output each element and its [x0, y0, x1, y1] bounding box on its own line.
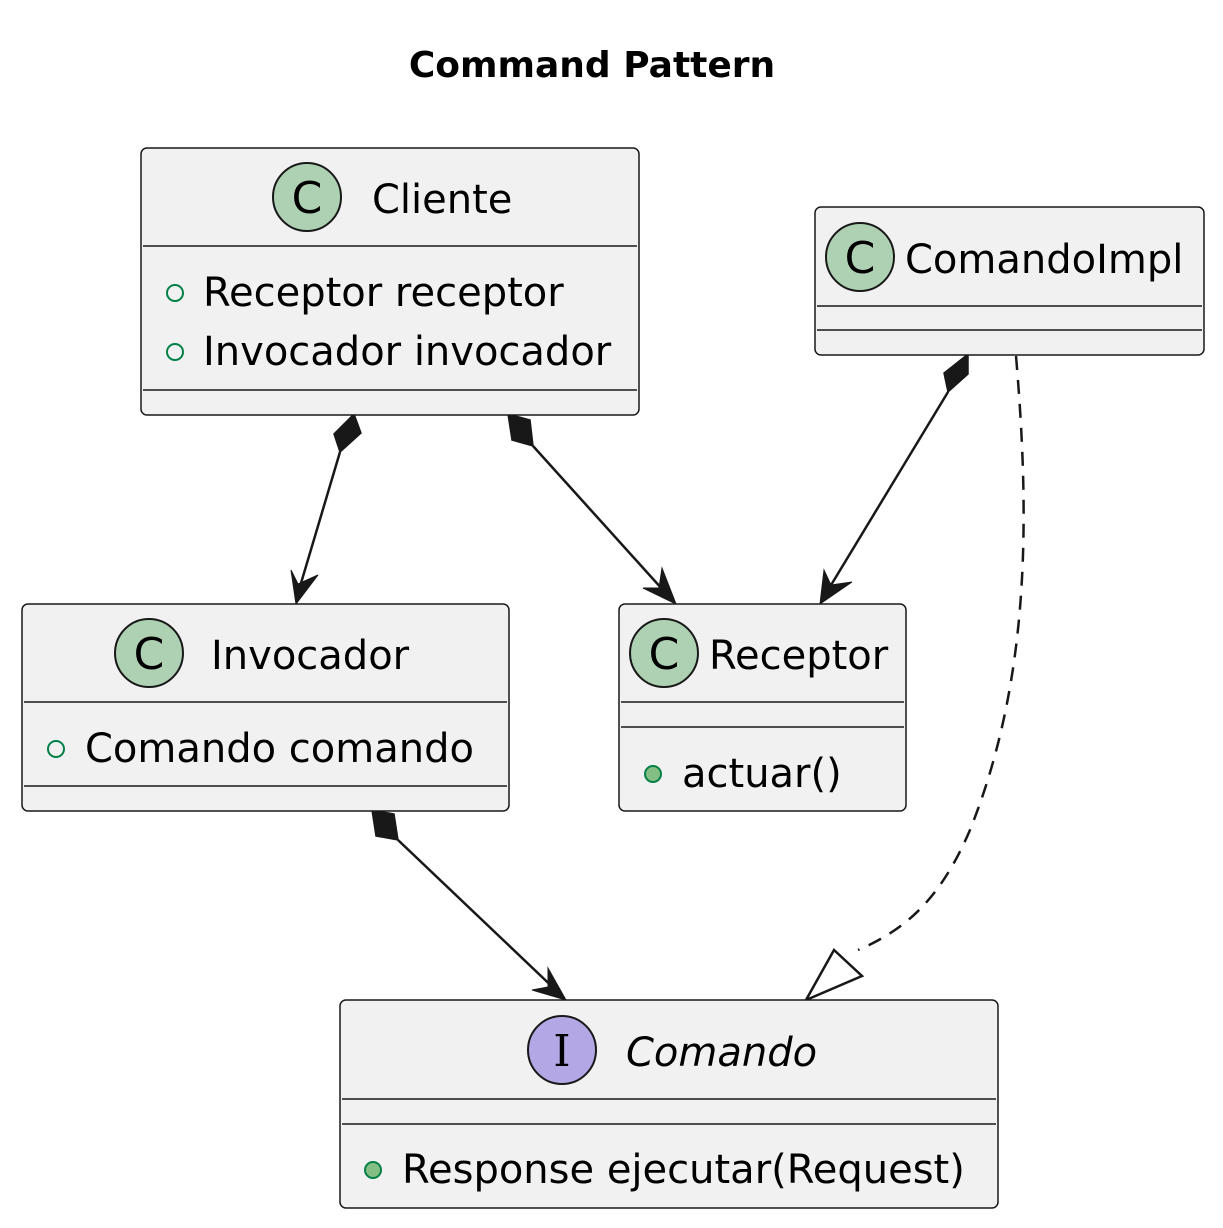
method-ejecutar: Response ejecutar(Request)	[402, 1147, 965, 1193]
public-field-icon	[47, 740, 65, 758]
public-field-icon	[166, 284, 184, 302]
relation-comandoimpl-receptor	[819, 352, 969, 606]
arrow-head	[531, 966, 568, 1001]
class-invocador[interactable]: C Invocador Comando comando	[21, 603, 510, 812]
field-comando: Comando comando	[85, 726, 474, 772]
composition-diamond	[507, 412, 534, 448]
class-icon	[272, 162, 342, 232]
arrow-head	[642, 566, 677, 606]
class-receptor[interactable]: C Receptor actuar()	[618, 603, 907, 812]
relation-cliente-receptor	[507, 412, 677, 606]
class-stereotype-letter: C	[845, 233, 876, 284]
public-method-icon	[644, 765, 662, 783]
relations	[290, 352, 1025, 1003]
composition-diamond	[943, 352, 969, 394]
class-stereotype-letter: C	[292, 173, 323, 224]
interface-name: Comando	[626, 1030, 817, 1076]
field-invocador: Invocador invocador	[203, 329, 612, 375]
arrow-head	[819, 568, 853, 606]
relation-invocador-comando	[371, 809, 568, 1001]
interface-stereotype-letter: I	[553, 1026, 570, 1077]
public-method-icon	[364, 1161, 382, 1179]
method-actuar: actuar()	[682, 751, 842, 797]
composition-diamond	[333, 412, 362, 454]
relation-cliente-invocador	[290, 412, 362, 606]
arrow-head	[290, 569, 319, 606]
class-icon	[629, 618, 699, 688]
class-name: Cliente	[372, 177, 512, 223]
class-stereotype-letter: C	[649, 629, 680, 680]
interface-comando[interactable]: I Comando Response ejecutar(Request)	[339, 999, 999, 1209]
realization-triangle	[803, 948, 865, 1003]
composition-diamond	[371, 809, 399, 841]
class-name: Receptor	[709, 633, 889, 679]
interface-icon	[527, 1015, 597, 1085]
class-cliente[interactable]: C Cliente Receptor receptor Invocador in…	[140, 147, 640, 416]
class-name: ComandoImpl	[905, 237, 1183, 283]
class-name: Invocador	[211, 633, 410, 679]
field-receptor: Receptor receptor	[203, 270, 564, 316]
public-field-icon	[166, 343, 184, 361]
diagram-title: Command Pattern	[409, 45, 775, 86]
class-comandoimpl[interactable]: C ComandoImpl	[814, 206, 1205, 356]
relation-comandoimpl-comando	[803, 355, 1025, 1003]
class-icon	[114, 618, 184, 688]
class-stereotype-letter: C	[134, 629, 165, 680]
class-icon	[825, 222, 895, 292]
